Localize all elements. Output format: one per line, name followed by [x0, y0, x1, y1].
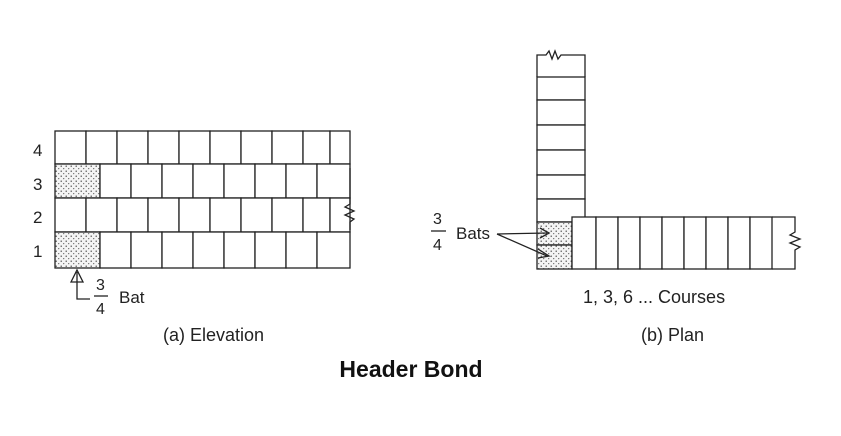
bats-label-text: Bats	[456, 224, 490, 243]
bats-fraction-numerator: 3	[433, 211, 442, 228]
bats-pointer-lower	[496, 233, 548, 257]
elevation-course-4	[54, 130, 351, 165]
bat-arrow	[76, 272, 90, 300]
course-label-3: 3	[33, 175, 42, 194]
bat-fraction-denominator: 4	[96, 301, 105, 318]
diagram-title: Header Bond	[339, 356, 482, 382]
bat-label-text: Bat	[119, 288, 145, 307]
course-label-2: 2	[33, 208, 42, 227]
bats-fraction-denominator: 4	[433, 237, 442, 254]
elevation-view: 4 3 2 1	[33, 130, 356, 345]
plan-top-break-line	[536, 49, 586, 77]
course-label-4: 4	[33, 141, 42, 160]
bats-arrow-head-upper	[539, 227, 551, 239]
three-quarter-bat	[54, 231, 101, 269]
bats-arrow-head-lower	[537, 248, 551, 259]
plan-horizontal-wing	[595, 216, 773, 270]
plan-right-break-line	[772, 216, 802, 270]
three-quarter-bat	[54, 163, 101, 199]
elevation-course-2	[54, 197, 351, 233]
elevation-break-line	[343, 168, 356, 230]
bat-fraction-numerator: 3	[96, 277, 105, 294]
course-label-1: 1	[33, 242, 42, 261]
plan-corner-bats	[536, 216, 597, 270]
plan-view: 3 4 Bats 1, 3, 6 ... Courses (b) Plan	[431, 49, 802, 345]
elevation-caption: (a) Elevation	[163, 325, 264, 345]
courses-label: 1, 3, 6 ... Courses	[583, 287, 725, 307]
elevation-course-3	[54, 163, 351, 199]
plan-vertical-wing	[536, 76, 586, 223]
bats-pointer-upper	[496, 232, 548, 235]
plan-caption: (b) Plan	[641, 325, 704, 345]
elevation-course-1	[54, 231, 351, 269]
bat-arrow-head	[69, 268, 85, 283]
